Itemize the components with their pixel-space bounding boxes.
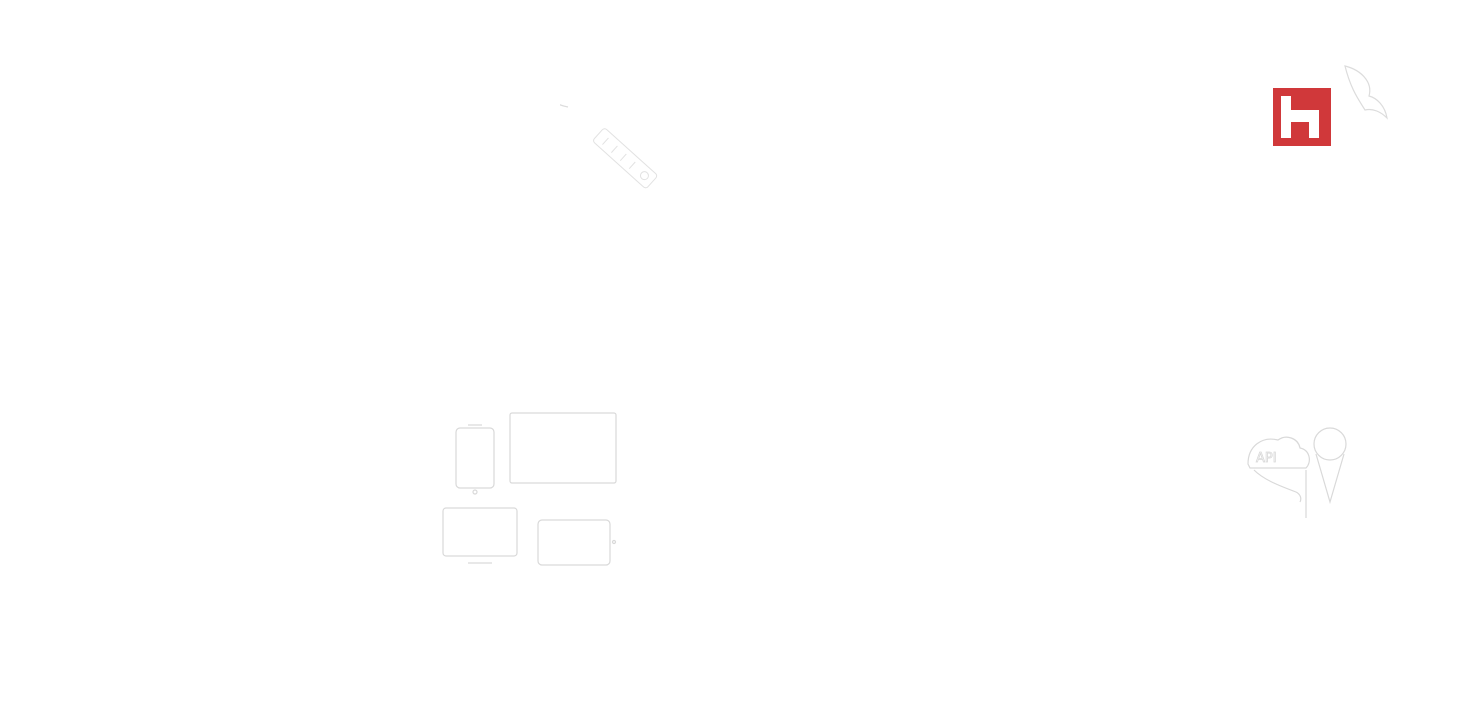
multi-device-illustration: [438, 408, 628, 573]
api-integration-illustration: API: [1240, 420, 1360, 530]
decorative-squiggle: [560, 95, 690, 225]
multi-device-icon: [442, 412, 617, 566]
api-label: API: [1256, 451, 1277, 466]
brand-logo: [1265, 60, 1400, 155]
brand-h-icon: [1273, 65, 1388, 146]
api-pin-icon: API: [1247, 427, 1347, 518]
squiggle-icon: [560, 104, 658, 189]
